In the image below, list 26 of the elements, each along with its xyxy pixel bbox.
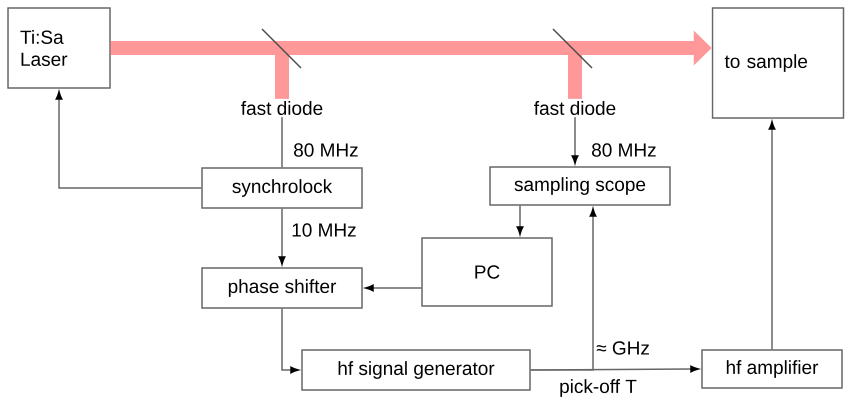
arrow — [281, 308, 299, 374]
device-box: hf amplifier — [701, 349, 843, 389]
diode-label: fast diode — [534, 101, 616, 115]
arrow — [572, 117, 578, 164]
arrow — [278, 208, 286, 265]
arrow — [365, 284, 422, 292]
edge-label: 10 MHz — [290, 222, 358, 238]
arrow — [530, 366, 699, 373]
device-box: PC — [421, 237, 553, 307]
edge-label: 80 MHz — [590, 142, 658, 158]
connector-line — [281, 117, 283, 168]
device-box: sampling scope — [489, 166, 671, 206]
arrow — [530, 208, 596, 371]
device-box: hf signal generator — [301, 349, 531, 391]
diode-label: fast diode — [241, 101, 322, 115]
arrow — [56, 91, 202, 189]
arrow — [768, 121, 776, 350]
device-box: to sample — [712, 7, 844, 119]
laser-beam — [110, 41, 582, 99]
arrow — [516, 206, 524, 235]
device-box: Ti:Sa Laser — [7, 7, 111, 89]
device-box: synchrolock — [201, 167, 363, 209]
edge-label: pick-off T — [558, 378, 638, 398]
edge-label: 80 MHz — [292, 142, 360, 158]
device-box: phase shifter — [201, 267, 363, 309]
edge-label: ≈ GHz — [595, 340, 651, 356]
